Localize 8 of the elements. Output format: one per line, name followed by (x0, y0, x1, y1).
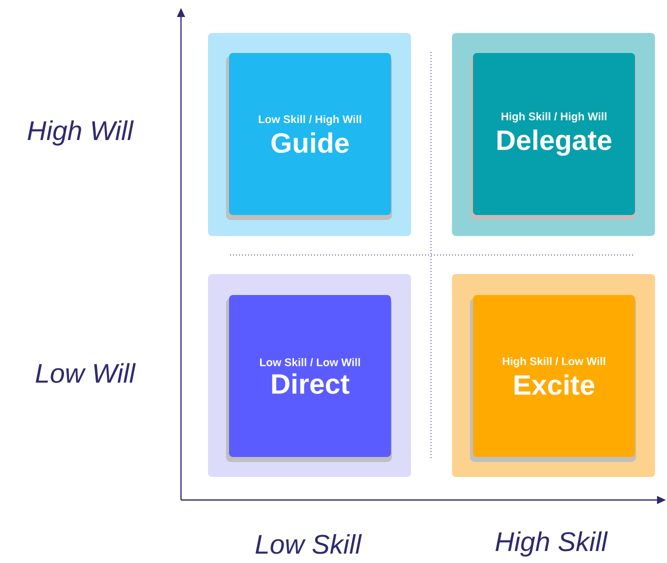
axis-label: High Will (28, 120, 134, 146)
quadrant-box: Low Skill / Low Will Direct (229, 295, 391, 457)
quadrant-box: Low Skill / High Will Guide (229, 53, 391, 215)
quadrant-box: High Skill / Low Will Excite (473, 295, 635, 457)
quadrant-box: High Skill / High Will Delegate (473, 53, 635, 215)
axis-label: High Skill (496, 531, 608, 557)
axis-label: Low Skill (256, 534, 362, 554)
axis-label: Low Will (36, 363, 136, 383)
